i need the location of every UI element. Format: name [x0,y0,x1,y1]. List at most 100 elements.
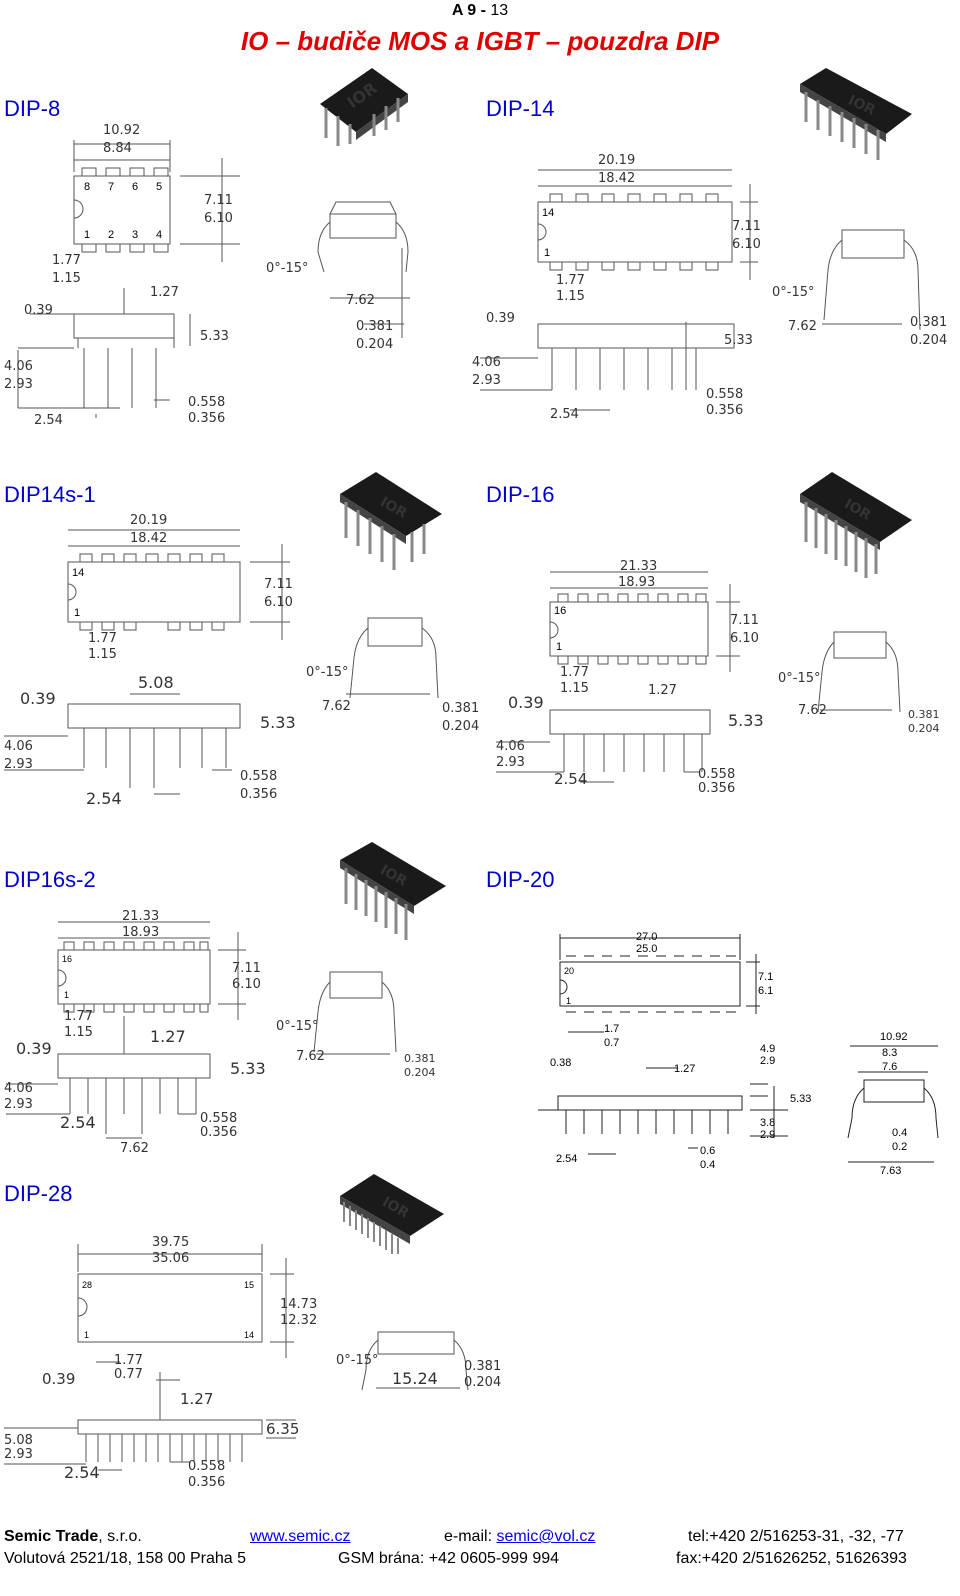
dip14-len-max: 20.19 [598,153,635,168]
dip16s2-height: 5.33 [230,1059,266,1078]
footer-company-suffix: , s.r.o. [98,1528,142,1545]
footer-email-label: e-mail: [444,1528,497,1545]
dip14s1-pitch-max: 1.77 [88,631,117,646]
dip16s2-thick-max: 0.381 [404,1052,436,1065]
dip8-lead-max: 0.558 [188,395,225,410]
dip20-body-max: 4.9 [760,1043,775,1055]
dip16-height: 5.33 [728,711,764,730]
dip28-drawing: 39.75 35.06 28 15 1 14 14.73 12.32 1.77 … [4,1235,501,1490]
dip8-drawing: 10.92 8.84 7.11 6.10 8 7 6 5 1 2 3 4 1.7… [4,123,410,428]
dip16-w-min: 6.10 [730,631,759,646]
dip20-pitch-min: 0.7 [604,1037,619,1049]
footer-web-link[interactable]: www.semic.cz [250,1528,351,1545]
dip14-thick-max: 0.381 [910,315,947,330]
dip28-pin15: 15 [244,1280,254,1290]
dip16-pitch: 2.54 [554,770,587,788]
dip20-pin-max: 3.8 [760,1117,775,1129]
label-dip16: DIP-16 [486,482,555,507]
dip28-pin1: 1 [84,1330,89,1340]
dip28-pin14: 14 [244,1330,254,1340]
dip14-thick-min: 0.204 [910,333,947,348]
dip28-chip-photo: IOR [340,1174,444,1254]
dip14s1-pin-min: 2.93 [4,757,33,772]
label-dip16s2: DIP16s-2 [4,867,96,892]
dip14-w-min: 6.10 [732,237,761,252]
dip16s2-len-min: 18.93 [122,925,159,940]
dip20-row-min: 7.6 [882,1061,897,1073]
dip20-len-max: 27.0 [636,931,657,943]
dip14-pin14: 14 [542,207,554,219]
dip16s2-w-min: 6.10 [232,977,261,992]
dip14s1-pin1: 1 [74,607,80,619]
dip14-chip-photo: IOR [800,68,912,160]
footer-email-link[interactable]: semic@vol.cz [496,1528,596,1545]
dip14-w-max: 7.11 [732,219,761,234]
dip14s1-len-max: 20.19 [130,513,167,528]
dip28-lead-top: 1.27 [180,1390,213,1408]
dip14s1-pin14: 14 [72,567,84,579]
dip16-len-min: 18.93 [618,575,655,590]
dip20-standoff: 0.38 [550,1057,571,1069]
dip16s2-standoff: 0.39 [16,1039,52,1058]
dip14s1-chip-photo: IOR [340,472,442,570]
dip14-pitch-min: 1.15 [556,289,585,304]
dip8-pin4: 4 [156,229,162,241]
dip20-pin1: 1 [566,996,571,1006]
label-dip14s1: DIP14s-1 [4,482,96,507]
dip14-height: 5.33 [724,333,753,348]
dip16-lead-max: 0.558 [698,767,735,782]
dip20-len-min: 25.0 [636,943,657,955]
dip8-len-max: 10.92 [103,123,140,138]
dip14-pin-max: 4.06 [472,355,501,370]
dip14s1-lead-min: 0.356 [240,787,277,802]
dip8-pin1: 1 [84,229,90,241]
footer-gsm: GSM brána: +42 0605-999 994 [338,1550,560,1567]
dip14s1-drawing: 20.19 18.42 14 1 7.11 6.10 1.77 1.15 5.0… [4,513,479,808]
dip28-w-max: 14.73 [280,1297,317,1312]
dip14-row: 7.62 [788,319,817,334]
dip20-thick-min: 0.2 [892,1141,907,1153]
label-dip14: DIP-14 [486,96,555,121]
dip28-height: 6.35 [266,1420,299,1438]
dip14-pin1: 1 [544,247,550,259]
dip20-lead-top: 1.27 [674,1063,695,1075]
footer-web: www.semic.cz [250,1528,350,1546]
dip20-drawing: 27.0 25.0 20 1 7.1 6.1 1.7 0.7 0.38 1.27… [538,931,939,1177]
dip14-drawing: 20.19 18.42 14 1 7.11 6.10 1.77 1.15 0.3… [472,153,947,422]
dip16-pitch-max: 1.77 [560,665,589,680]
dip16-lead-top: 1.27 [648,683,677,698]
dip20-height: 5.33 [790,1093,811,1105]
dip20-outer: 10.92 [880,1031,908,1043]
dip16-pin1: 1 [556,641,562,653]
dip14-lead-max: 0.558 [706,387,743,402]
dip16s2-chip-photo: IOR [340,842,446,940]
dip16-angle: 0°-15° [778,671,821,686]
dip28-len-max: 39.75 [152,1235,189,1250]
dip28-pin28: 28 [82,1280,92,1290]
dip14s1-len-min: 18.42 [130,531,167,546]
dip20-lead-min: 0.4 [700,1159,715,1171]
dip14-len-min: 18.42 [598,171,635,186]
dip14s1-row: 7.62 [322,699,351,714]
dip20-row: 7.63 [880,1165,901,1177]
dip14-pitch-max: 1.77 [556,273,585,288]
dip16s2-angle: 0°-15° [276,1019,319,1034]
dip16-lead-min: 0.356 [698,781,735,796]
dip16s2-pin-min: 2.93 [4,1097,33,1112]
dip14s1-pitch-min: 1.15 [88,647,117,662]
dip14-pitch: 2.54 [550,407,579,422]
page-num: 13 [490,2,509,19]
dip16s2-pitch-min: 1.15 [64,1025,93,1040]
page-number: A 9 - 13 [0,2,960,20]
dip20-pitch: 2.54 [556,1153,577,1165]
dip28-pitch: 2.54 [64,1463,100,1482]
footer-fax: fax:+420 2/51626252, 51626393 [676,1550,907,1567]
dip14s1-height: 5.33 [260,713,296,732]
dip16-pin-min: 2.93 [496,755,525,770]
dip8-w-max: 7.11 [204,193,233,208]
dip14-standoff: 0.39 [486,311,515,326]
page-prefix: A 9 - [451,2,486,19]
dip8-thick-min: 0.204 [356,337,393,352]
dip8-standoff: 0.39 [24,303,53,318]
dip14s1-angle: 0°-15° [306,665,349,680]
